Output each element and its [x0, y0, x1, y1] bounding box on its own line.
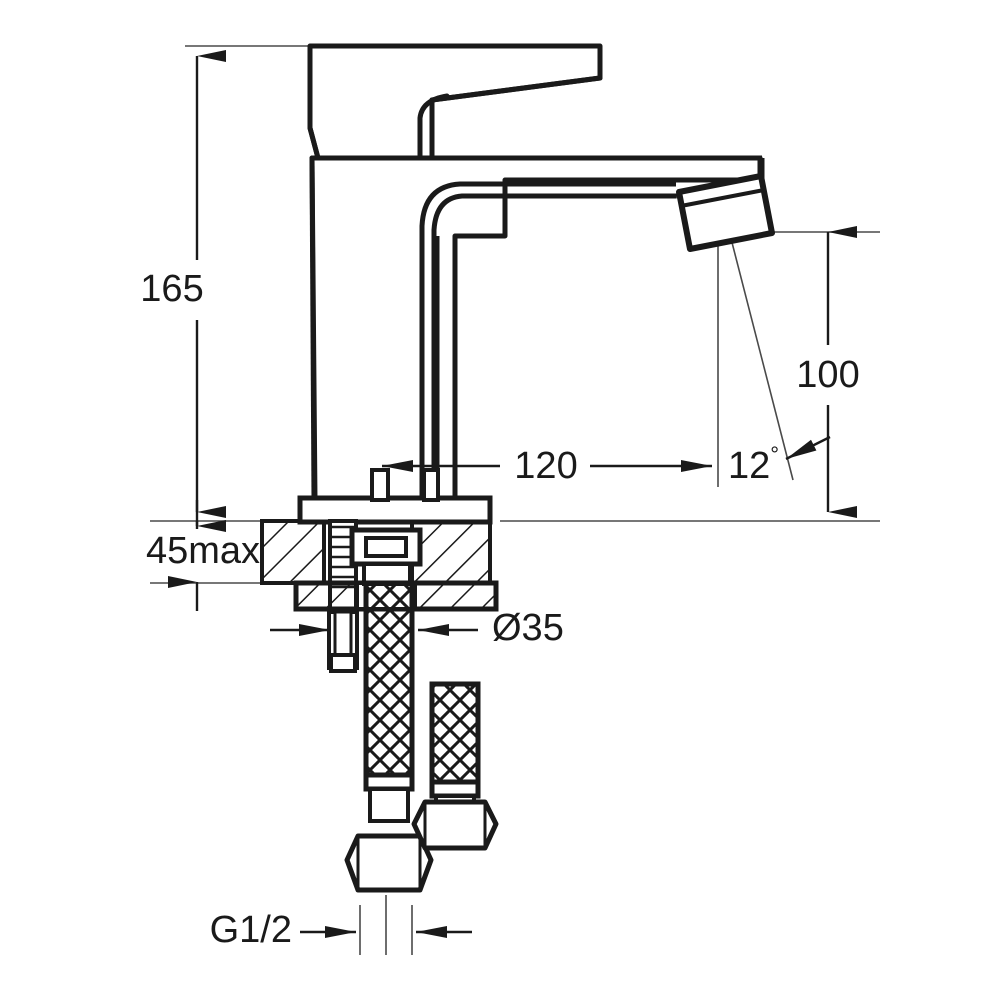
hose-short: [411, 681, 499, 851]
faucet-assembly: [307, 43, 763, 503]
mounting-hardware: [293, 468, 499, 673]
dimension-label-165: 165: [140, 268, 203, 310]
handle-lever: [307, 43, 603, 161]
dimension-spout-height: 100: [796, 226, 860, 518]
dimension-label-d35: Ø35: [492, 607, 564, 649]
dimension-label-100: 100: [796, 354, 859, 396]
aerator: [676, 173, 775, 252]
dimension-label-45max: 45max: [146, 530, 260, 572]
hex-nut-long: [344, 833, 434, 893]
dimension-label-12deg: 12°: [728, 442, 779, 487]
dimension-spout-reach: 120: [382, 445, 712, 487]
dimension-label-120: 120: [514, 445, 577, 487]
dimension-label-g12: G1/2: [210, 909, 292, 951]
hose-long: [344, 580, 434, 893]
dimension-overall-height: 165: [140, 50, 226, 518]
dimension-supply-thread: G1/2: [210, 909, 472, 951]
dimension-aerator-angle: 12°: [728, 435, 831, 487]
base-flange: [297, 495, 493, 525]
dimension-deck-thickness: 45max: [146, 500, 260, 611]
dimension-mounting-hole: Ø35: [270, 607, 564, 649]
